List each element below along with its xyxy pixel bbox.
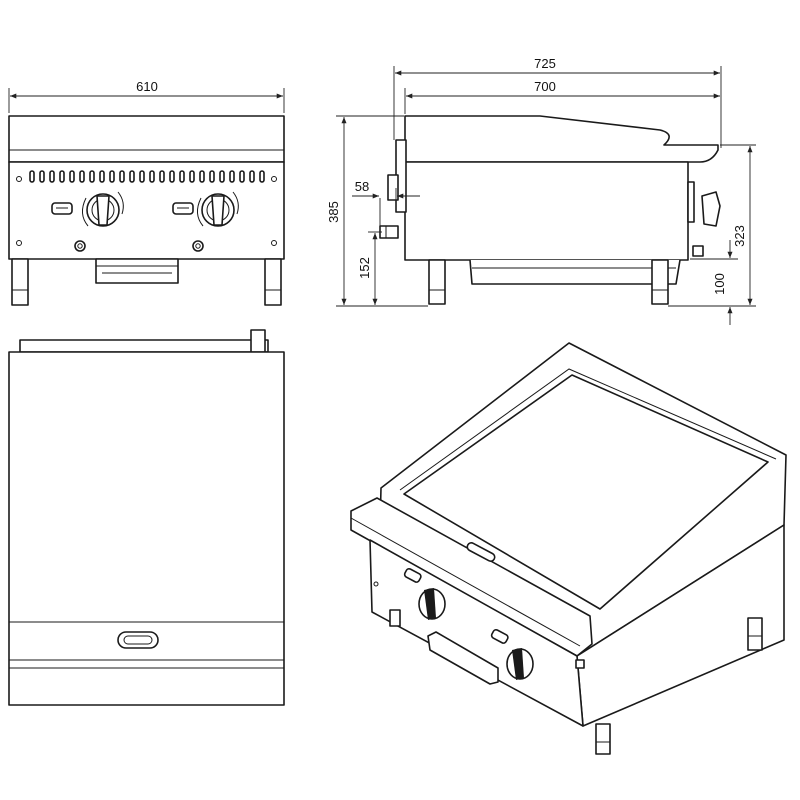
front-top-plate bbox=[8, 115, 285, 163]
dimension-152: 152 bbox=[357, 231, 382, 305]
vent-slots bbox=[29, 170, 265, 183]
vent-slot bbox=[69, 170, 75, 183]
vent-slot bbox=[139, 170, 145, 183]
side-grease-tray bbox=[469, 259, 681, 285]
vent-slot bbox=[159, 170, 165, 183]
dimension-label-725: 725 bbox=[534, 56, 556, 71]
vent-slot bbox=[79, 170, 85, 183]
dimension-725: 725 bbox=[393, 56, 722, 148]
iso-right-knob bbox=[490, 628, 534, 680]
side-top-plate bbox=[404, 115, 719, 163]
vent-slot bbox=[199, 170, 205, 183]
vent-slot bbox=[209, 170, 215, 183]
vent-slot bbox=[89, 170, 95, 183]
front-view: 610 bbox=[8, 79, 285, 306]
dimension-label-58: 58 bbox=[355, 179, 369, 194]
vent-slot bbox=[239, 170, 245, 183]
dimension-label-610: 610 bbox=[136, 79, 158, 94]
top-cooking-surface bbox=[8, 351, 285, 706]
iso-front-lip bbox=[350, 497, 593, 657]
dimension-58: 58 bbox=[352, 179, 420, 230]
vent-slot bbox=[99, 170, 105, 183]
iso-leg-front-right bbox=[595, 723, 611, 755]
dimension-label-100: 100 bbox=[712, 273, 727, 295]
side-body bbox=[404, 161, 689, 261]
iso-drain-slot bbox=[466, 542, 496, 562]
vent-slot bbox=[49, 170, 55, 183]
left-pilot-hole bbox=[74, 240, 86, 252]
side-gas-inlet bbox=[379, 225, 399, 239]
side-front-leg bbox=[428, 259, 446, 305]
right-knob-icon bbox=[211, 195, 225, 226]
iso-grease-tray bbox=[427, 631, 499, 685]
iso-left-knob bbox=[403, 567, 446, 620]
vent-slot bbox=[189, 170, 195, 183]
dimension-label-152: 152 bbox=[357, 257, 372, 279]
vent-slot bbox=[59, 170, 65, 183]
dimension-100: 100 bbox=[690, 240, 738, 325]
iso-front-panel bbox=[369, 539, 584, 727]
iso-left-knob-icon bbox=[424, 588, 436, 620]
vent-slot bbox=[179, 170, 185, 183]
top-gas-fitting bbox=[250, 329, 266, 353]
vent-slot bbox=[129, 170, 135, 183]
dimension-label-385: 385 bbox=[326, 201, 341, 223]
left-knob-icon bbox=[96, 195, 110, 226]
vent-slot bbox=[249, 170, 255, 183]
dimension-323: 323 bbox=[668, 144, 756, 307]
vent-slot bbox=[169, 170, 175, 183]
vent-slot bbox=[29, 170, 35, 183]
left-knob-assembly bbox=[51, 191, 124, 227]
dimension-610: 610 bbox=[8, 79, 285, 113]
vent-slot bbox=[149, 170, 155, 183]
dimension-385: 385 bbox=[326, 115, 428, 307]
right-pilot-hole bbox=[192, 240, 204, 252]
dimension-label-323: 323 bbox=[732, 225, 747, 247]
iso-cooking-surface bbox=[403, 374, 769, 610]
top-rear-rim bbox=[19, 339, 269, 353]
vent-slot bbox=[259, 170, 265, 183]
side-knob-icon bbox=[701, 191, 721, 227]
vent-slot bbox=[39, 170, 45, 183]
top-view bbox=[8, 329, 285, 706]
dimension-label-700: 700 bbox=[534, 79, 556, 94]
front-grease-tray bbox=[95, 258, 179, 284]
side-rear-leg bbox=[651, 259, 669, 305]
dimension-700: 700 bbox=[404, 79, 720, 114]
iso-leg-rear-right bbox=[747, 617, 763, 651]
vent-slot bbox=[119, 170, 125, 183]
iso-leg-front-left bbox=[389, 609, 401, 627]
side-view: 725 700 bbox=[326, 56, 756, 325]
vent-slot bbox=[229, 170, 235, 183]
iso-right-knob-icon bbox=[512, 648, 524, 680]
vent-slot bbox=[219, 170, 225, 183]
vent-slot bbox=[109, 170, 115, 183]
front-right-leg bbox=[264, 258, 282, 306]
right-knob-assembly bbox=[172, 191, 239, 227]
front-left-leg bbox=[11, 258, 29, 306]
isometric-view bbox=[350, 342, 787, 755]
